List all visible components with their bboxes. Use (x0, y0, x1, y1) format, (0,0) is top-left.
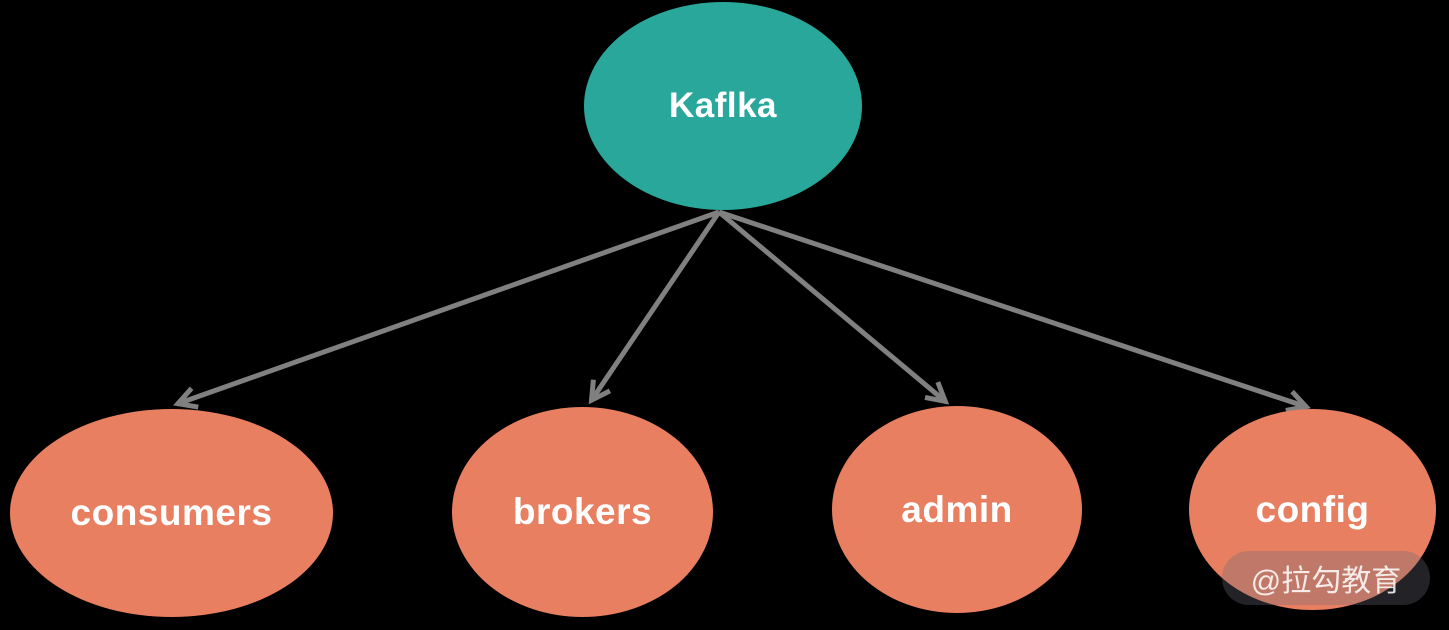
watermark-text: @拉勾教育 (1250, 565, 1402, 598)
arrow-kafka-to-brokers (591, 210, 722, 401)
node-admin: admin (832, 406, 1082, 613)
arrow-kafka-to-config (718, 209, 1307, 407)
watermark-badge: @拉勾教育 (1222, 551, 1430, 605)
node-brokers: brokers (452, 407, 713, 617)
node-consumers: consumers (10, 409, 333, 617)
node-kafka: Kaflka (584, 2, 862, 210)
node-config: config (1189, 409, 1436, 610)
arrow-kafka-to-consumers (177, 209, 720, 404)
node-config-label: config (1255, 488, 1370, 530)
node-admin-label: admin (901, 488, 1013, 530)
node-consumers-label: consumers (70, 492, 273, 533)
arrow-kafka-to-admin (717, 210, 946, 402)
node-brokers-label: brokers (512, 491, 653, 532)
node-kafka-label: Kaflka (668, 86, 778, 125)
